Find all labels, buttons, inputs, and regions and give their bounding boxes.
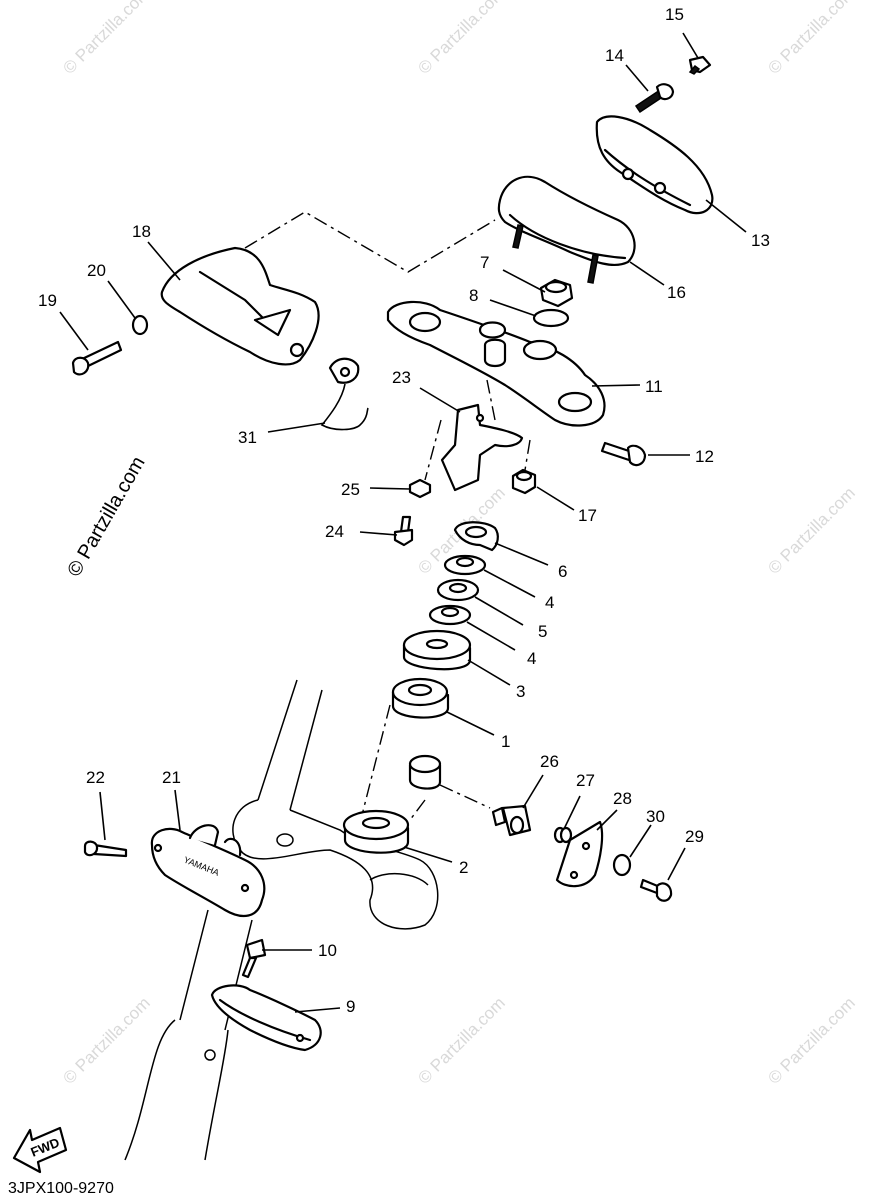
watermark-tile: © Partzilla.com [764, 993, 858, 1087]
callout-27[interactable]: 27 [576, 771, 595, 790]
part-6-lock-washer[interactable] [453, 521, 499, 552]
part-17-nut[interactable] [511, 468, 537, 495]
part-16-upper-handle-holder[interactable] [497, 175, 636, 284]
callout-26[interactable]: 26 [540, 752, 559, 771]
watermark-tile: © Partzilla.com [764, 483, 858, 577]
part-4-ring-nut-upper[interactable] [443, 554, 487, 576]
part-12-bolt[interactable] [600, 441, 647, 467]
callout-24[interactable]: 24 [325, 522, 344, 541]
part-2-lower-bearing[interactable] [342, 809, 410, 854]
callout-2[interactable]: 2 [459, 858, 468, 877]
callout-29[interactable]: 29 [685, 827, 704, 846]
callout-10[interactable]: 10 [318, 941, 337, 960]
part-23-bracket[interactable] [440, 403, 524, 492]
callouts: 1 2 3 4 4 5 6 7 8 9 10 11 12 13 14 15 16… [38, 5, 770, 1016]
callout-13[interactable]: 13 [751, 231, 770, 250]
part-29-screw[interactable] [639, 878, 673, 902]
callout-16[interactable]: 16 [667, 283, 686, 302]
callout-15[interactable]: 15 [665, 5, 684, 24]
callout-4[interactable]: 4 [527, 649, 536, 668]
part-13-handlebar-cover[interactable] [595, 115, 714, 215]
callout-14[interactable]: 14 [605, 46, 624, 65]
callout-5[interactable]: 5 [538, 622, 547, 641]
part-27-spring[interactable] [553, 826, 573, 844]
part-25-nut[interactable] [408, 478, 432, 499]
part-31-clip[interactable] [320, 357, 369, 431]
callout-3[interactable]: 3 [516, 682, 525, 701]
part-22-bolt[interactable] [83, 840, 128, 858]
watermark-tile: © Partzilla.com [764, 0, 858, 78]
assembly-lines [244, 211, 531, 821]
part-20-washer[interactable] [131, 314, 149, 336]
part-5-washer[interactable] [436, 578, 480, 602]
callout-9[interactable]: 9 [346, 997, 355, 1016]
callout-12[interactable]: 12 [695, 447, 714, 466]
part-3-dust-seal[interactable] [402, 629, 472, 671]
watermark-tiles: © Partzilla.com © Partzilla.com © Partzi… [59, 0, 858, 1088]
steering-collar [408, 754, 442, 790]
callout-22[interactable]: 22 [86, 768, 105, 787]
drawing-code: 3JPX100-9270 [8, 1180, 114, 1197]
leader-lines [59, 32, 747, 1013]
part-8-washer[interactable] [532, 308, 570, 328]
part-15-screw[interactable] [688, 55, 712, 75]
callout-31[interactable]: 31 [238, 428, 257, 447]
callout-11[interactable]: 11 [645, 377, 663, 396]
callout-6[interactable]: 6 [558, 562, 567, 581]
callout-21[interactable]: 21 [162, 768, 181, 787]
watermark-tile: © Partzilla.com [59, 993, 153, 1087]
callout-20[interactable]: 20 [87, 261, 106, 280]
part-19-bolt[interactable] [71, 340, 123, 376]
side-watermark: © Partzilla.com [63, 453, 149, 581]
part-4-ring-nut-lower[interactable] [428, 604, 472, 626]
part-10-bolt[interactable] [241, 938, 267, 979]
callout-8[interactable]: 8 [469, 286, 478, 305]
part-24-screw[interactable] [393, 515, 414, 547]
part-26-lock-cylinder[interactable] [491, 804, 532, 837]
callout-25[interactable]: 25 [341, 480, 360, 499]
callout-23[interactable]: 23 [392, 368, 411, 387]
part-1-bearing[interactable] [391, 677, 450, 719]
part-7-nut[interactable] [539, 278, 574, 308]
watermark-tile: © Partzilla.com [414, 0, 508, 78]
part-21-name-plate[interactable]: YAMAHA [150, 824, 266, 918]
callout-1[interactable]: 1 [501, 732, 510, 751]
part-14-bolt[interactable] [634, 83, 675, 114]
frame-ghost-outline [124, 679, 439, 1161]
watermark-tile: © Partzilla.com [59, 0, 153, 78]
callout-19[interactable]: 19 [38, 291, 57, 310]
callout-28[interactable]: 28 [613, 789, 632, 808]
callout-7[interactable]: 7 [480, 253, 489, 272]
part-11-upper-bracket[interactable] [386, 300, 606, 427]
part-18-cover[interactable] [160, 246, 320, 366]
callout-18[interactable]: 18 [132, 222, 151, 241]
part-28-plate[interactable] [555, 820, 604, 888]
callout-17[interactable]: 17 [578, 506, 597, 525]
part-30-washer[interactable] [612, 853, 632, 877]
part-9-lower-cover[interactable] [210, 984, 322, 1052]
fwd-arrow: FWD [12, 1126, 68, 1174]
watermark-tile: © Partzilla.com [414, 993, 508, 1087]
callout-4[interactable]: 4 [545, 593, 554, 612]
fwd-arrow-icon [12, 1126, 68, 1174]
callout-30[interactable]: 30 [646, 807, 665, 826]
